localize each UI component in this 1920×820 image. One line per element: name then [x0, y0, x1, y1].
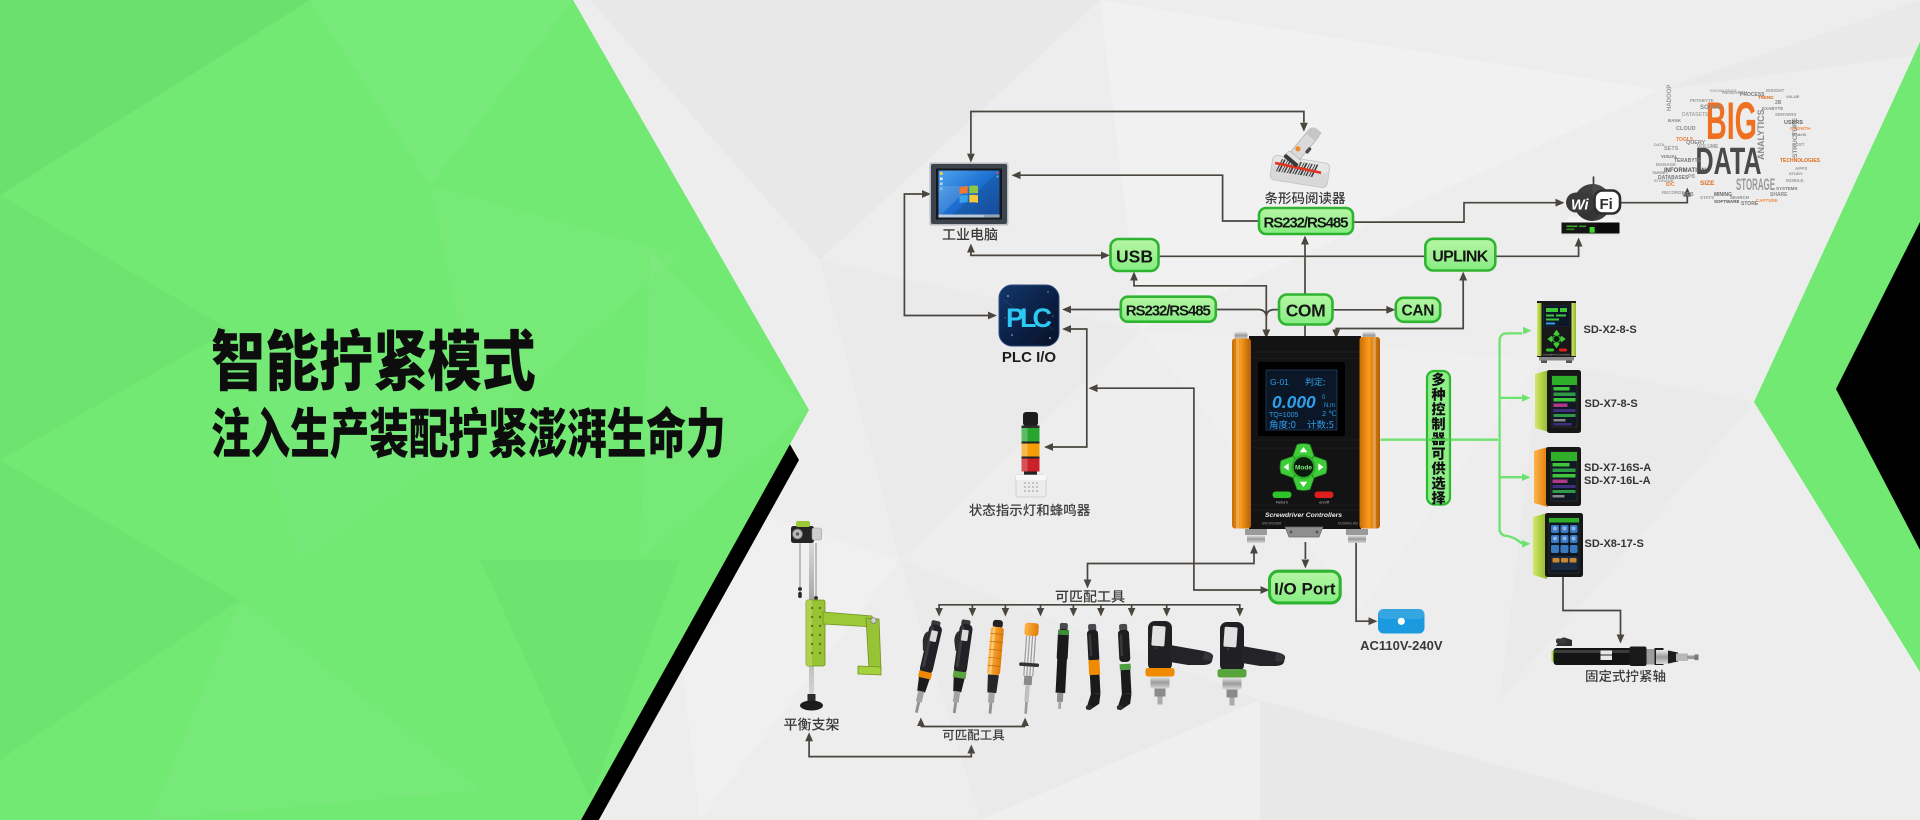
svg-text:ANALYTICS: ANALYTICS — [1756, 109, 1766, 160]
svg-text:on/off: on/off — [1319, 500, 1330, 505]
svg-text:DATASETS: DATASETS — [1682, 112, 1709, 118]
svg-text:Screwdriver Controllers: Screwdriver Controllers — [1265, 512, 1342, 519]
svg-text:G-01: G-01 — [1270, 377, 1289, 387]
svg-text:SERVERS: SERVERS — [1775, 112, 1796, 117]
svg-text:VOLUME: VOLUME — [1697, 144, 1719, 150]
svg-text:TECHNOLOGIES: TECHNOLOGIES — [1780, 158, 1821, 164]
svg-text:TREND: TREND — [1758, 95, 1774, 100]
svg-text:SD-X2-8-S: SD-X2-8-S — [1584, 324, 1637, 336]
svg-text:VISUAL: VISUAL — [1661, 154, 1678, 159]
svg-text:PROCESS: PROCESS — [1740, 92, 1765, 98]
svg-text:Return: Return — [1276, 500, 1288, 505]
svg-text:DUDENG.INC: DUDENG.INC — [1338, 522, 1359, 526]
svg-text:SOCIAL: SOCIAL — [1700, 105, 1723, 111]
svg-text:EXABYTE: EXABYTE — [1762, 106, 1783, 111]
svg-text:APPS: APPS — [1795, 166, 1807, 171]
svg-text:Wi: Wi — [1571, 198, 1590, 214]
svg-text:WEB: WEB — [1682, 192, 1694, 198]
svg-text:DATA: DATA — [1654, 142, 1665, 147]
svg-text:STATS: STATS — [1700, 195, 1714, 200]
svg-text:CAPTURE: CAPTURE — [1756, 198, 1778, 203]
svg-text:SIZE: SIZE — [1700, 180, 1715, 187]
svg-text:SETS: SETS — [1664, 146, 1679, 152]
svg-text:KNOWLEDGE: KNOWLEDGE — [1710, 88, 1737, 93]
svg-text:BANK: BANK — [1668, 118, 1682, 123]
svg-text:CLOUD: CLOUD — [1676, 126, 1696, 132]
svg-text:Screwdriver Controllers: Screwdriver Controllers — [1543, 353, 1571, 357]
svg-text:SD-X8-17-S: SD-X8-17-S — [1585, 538, 1644, 550]
svg-text:2B: 2B — [1775, 100, 1782, 106]
svg-text:STORAGE: STORAGE — [1736, 175, 1775, 194]
svg-text:Fi: Fi — [1600, 196, 1613, 213]
svg-text:SHARE: SHARE — [1770, 192, 1788, 198]
svg-text:0.000: 0.000 — [1272, 392, 1316, 412]
svg-text:TARGET: TARGET — [1652, 170, 1669, 175]
svg-text:ModelS: ModelS — [1792, 132, 1807, 137]
svg-text:USERS: USERS — [1784, 120, 1803, 126]
svg-text:COST: COST — [1792, 142, 1805, 147]
svg-text:STUDY: STUDY — [1789, 171, 1803, 176]
svg-text:INFORMATION: INFORMATION — [1664, 168, 1706, 174]
svg-text:DATABASES: DATABASES — [1658, 175, 1689, 181]
svg-text:PB: PB — [1688, 174, 1695, 180]
svg-text:PETABYTE: PETABYTE — [1690, 98, 1714, 103]
svg-text:RS232/RS485: RS232/RS485 — [1264, 215, 1349, 232]
svg-text:UPLINK: UPLINK — [1432, 249, 1488, 266]
svg-text:BIG: BIG — [1706, 92, 1757, 151]
svg-text:USB: USB — [1116, 247, 1153, 267]
svg-text:RESEARCH: RESEARCH — [1722, 90, 1747, 95]
svg-text:COM: COM — [1286, 301, 1326, 321]
svg-text:MOBILE: MOBILE — [1786, 178, 1804, 183]
svg-text:HADOOP: HADOOP — [1667, 85, 1673, 111]
svg-text:QUERY: QUERY — [1686, 140, 1706, 146]
svg-text:DATA: DATA — [1696, 141, 1762, 183]
svg-text:STORE: STORE — [1741, 201, 1759, 207]
svg-text:RECORDS: RECORDS — [1662, 190, 1685, 195]
svg-text:SOFTWARE: SOFTWARE — [1714, 199, 1740, 204]
svg-text:STORAGE: STORAGE — [1654, 178, 1674, 183]
svg-text:INSIGHT: INSIGHT — [1766, 88, 1785, 93]
svg-text:TOOLS: TOOLS — [1676, 137, 1694, 143]
svg-text:SD-X7-8-S: SD-X7-8-S — [1585, 398, 1638, 410]
svg-text:IDC: IDC — [1666, 182, 1675, 188]
svg-text:SEARCH: SEARCH — [1730, 195, 1749, 200]
svg-text:PLC I/O: PLC I/O — [1002, 349, 1057, 366]
svg-text:MANAGE: MANAGE — [1656, 162, 1676, 167]
svg-text:N.m: N.m — [1324, 403, 1335, 409]
svg-text:STRUCTURE: STRUCTURE — [1792, 117, 1799, 158]
svg-text:Mode: Mode — [1295, 465, 1312, 472]
svg-text:MINING: MINING — [1714, 192, 1732, 198]
svg-text:RS232/RS485: RS232/RS485 — [1126, 303, 1211, 320]
svg-text:SD-X7-16L-A: SD-X7-16L-A — [1584, 475, 1651, 487]
svg-text:0: 0 — [1322, 395, 1326, 401]
svg-text:S/N:0001AB5: S/N:0001AB5 — [1262, 522, 1282, 526]
svg-text:SYSTEMS: SYSTEMS — [1776, 186, 1798, 191]
svg-text:CAN: CAN — [1402, 303, 1435, 320]
svg-text:VALUE: VALUE — [1786, 94, 1800, 99]
svg-text:TERABYTE: TERABYTE — [1674, 158, 1702, 164]
svg-text:TQ=1005: TQ=1005 — [1269, 412, 1298, 419]
svg-text:PLC: PLC — [1006, 303, 1052, 333]
svg-text:I/O Port: I/O Port — [1274, 580, 1336, 599]
svg-text:2 ℃: 2 ℃ — [1322, 409, 1337, 418]
svg-text:SD-X7-16S-A: SD-X7-16S-A — [1584, 462, 1651, 474]
svg-text:GROWTH: GROWTH — [1790, 126, 1811, 131]
svg-text:AC110V-240V: AC110V-240V — [1360, 638, 1443, 653]
